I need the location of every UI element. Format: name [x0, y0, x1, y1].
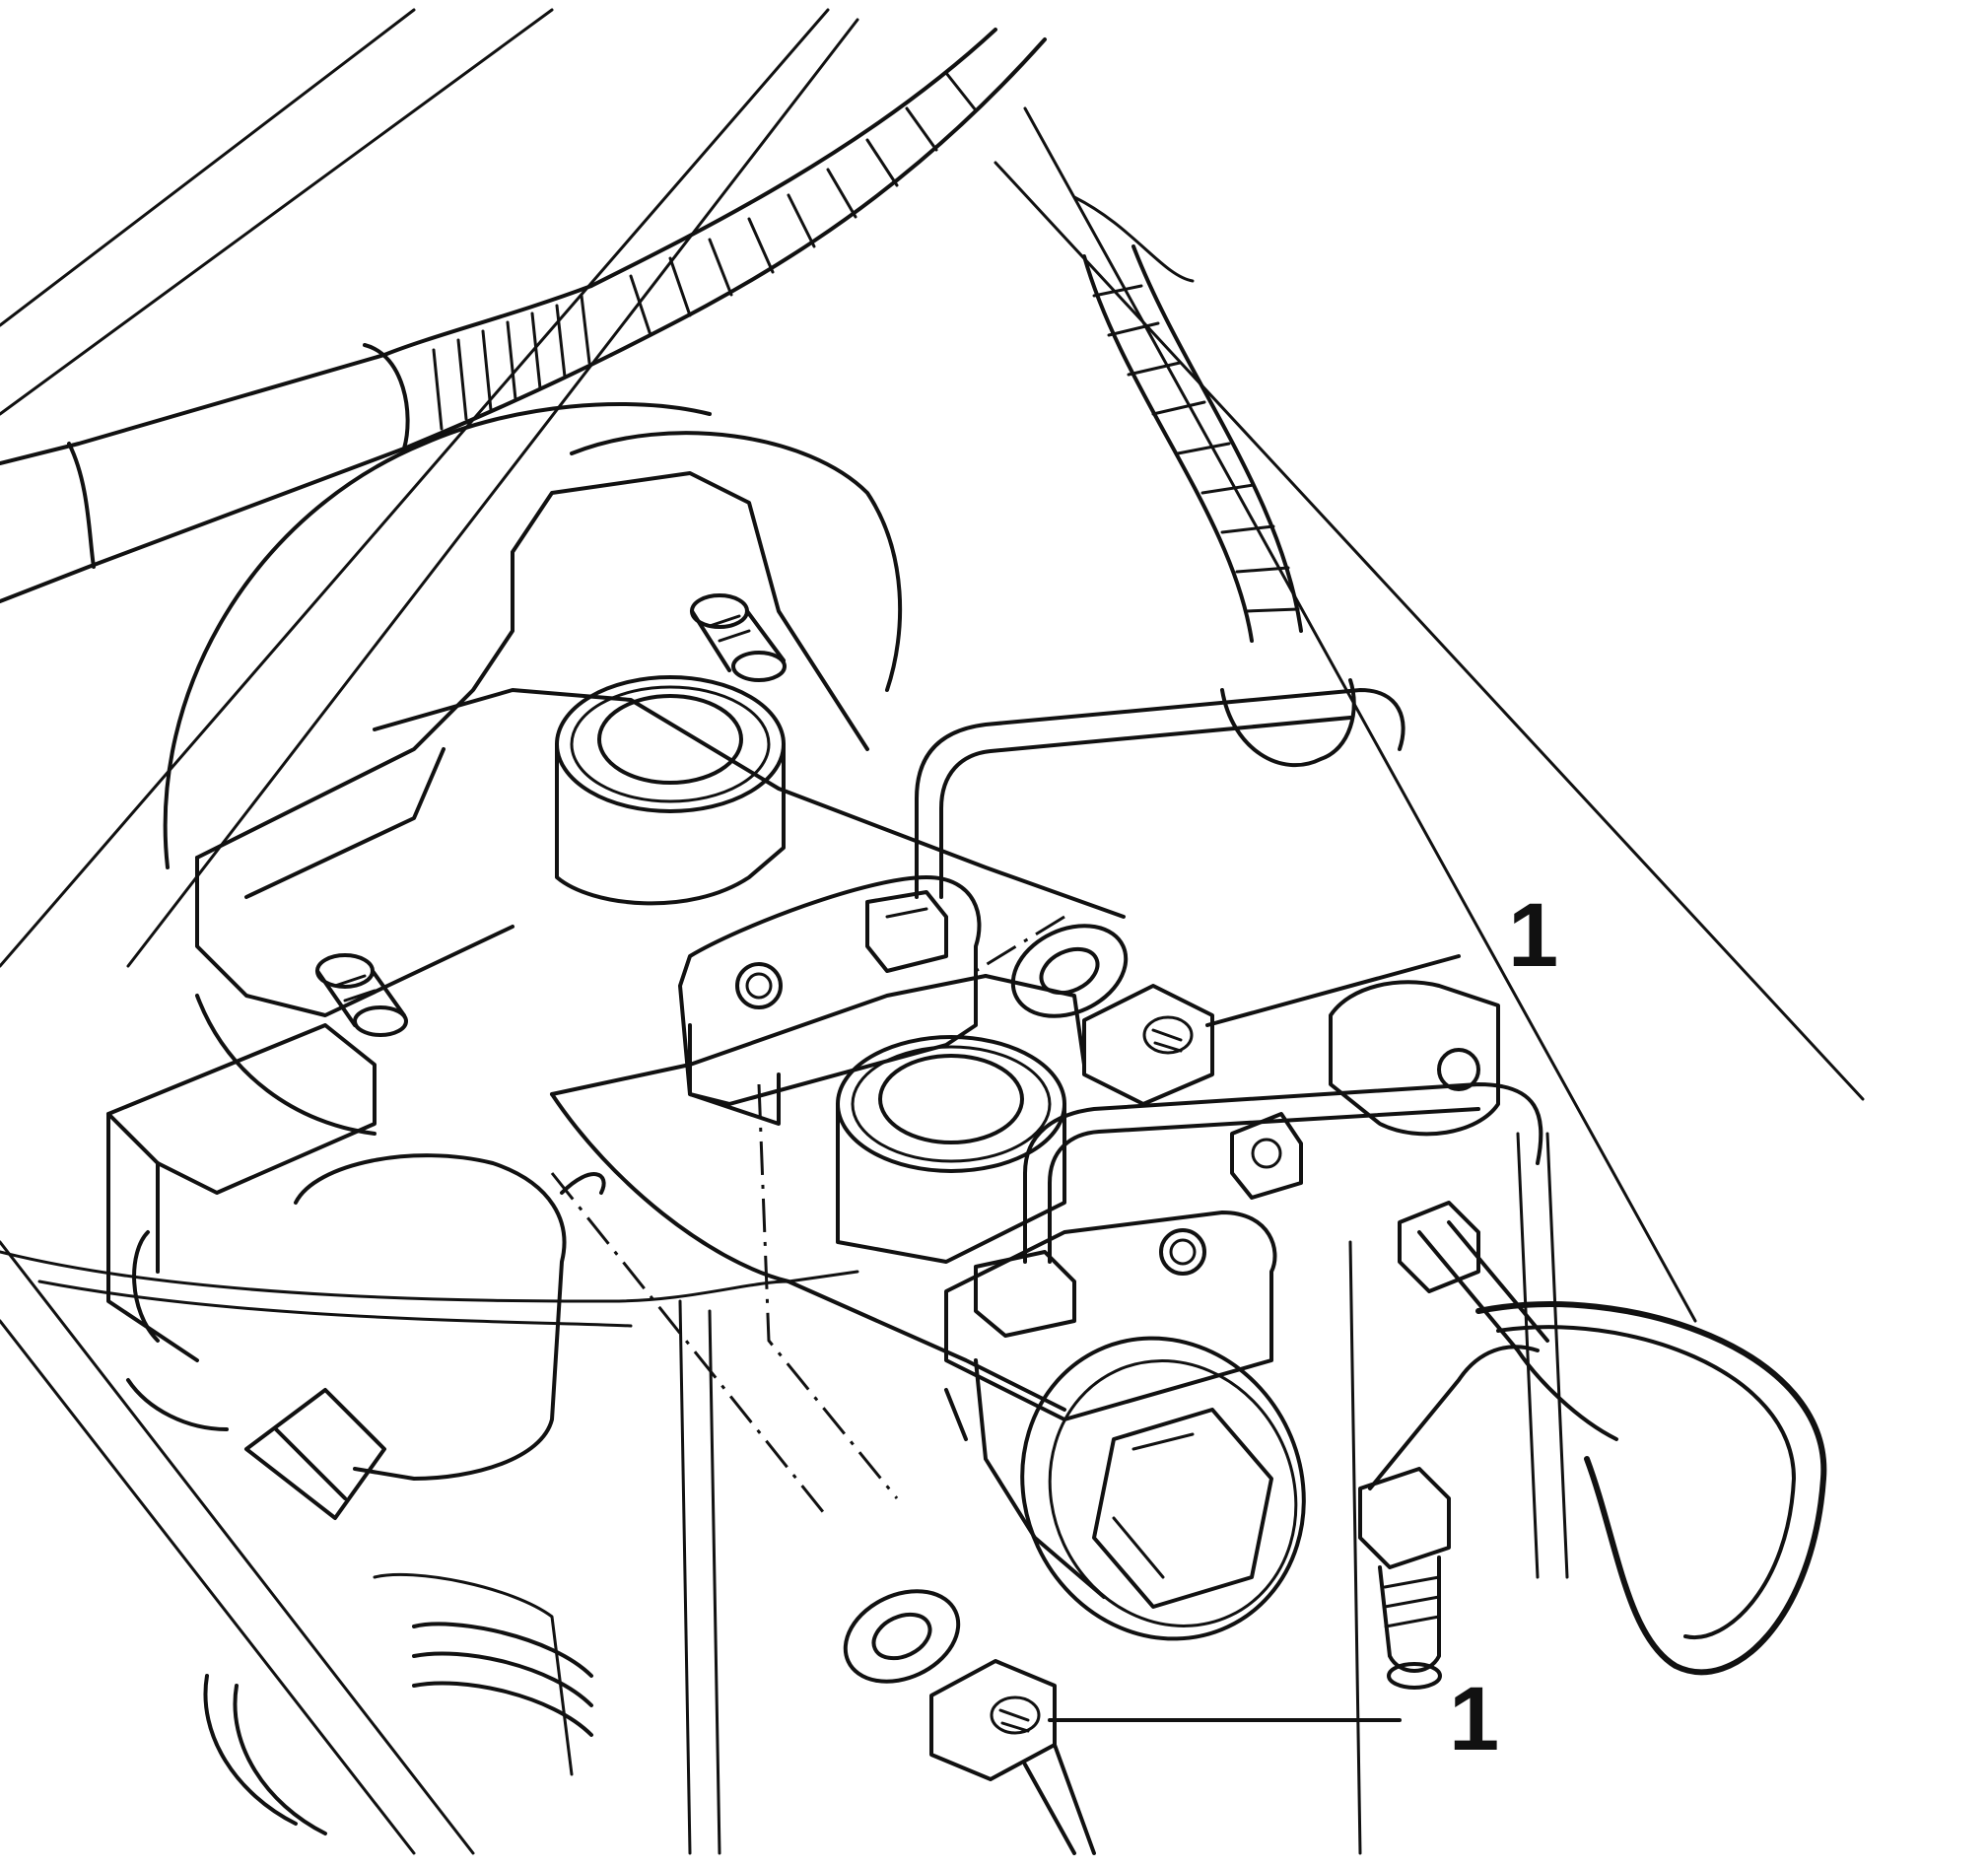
- callout-label-lower: 1: [1449, 1669, 1499, 1769]
- outlet-fitting: [1358, 1467, 1451, 1690]
- mounting-stud-left: [315, 953, 408, 1037]
- reservoir-port-rear: [555, 675, 786, 906]
- lower-left-fittings: [203, 1388, 593, 1835]
- washer-upper: [1010, 924, 1129, 1018]
- cylinder-front-cap: [1020, 1336, 1451, 1690]
- cylinder-lower-body: [944, 1358, 1106, 1599]
- brake-hose-top-left: [0, 28, 1047, 603]
- valve-bracket-front: [944, 1211, 1277, 1421]
- nut-upper: [1082, 984, 1214, 1106]
- nut-lower: [929, 1659, 1096, 1855]
- callout-label-upper: 1: [1508, 885, 1558, 986]
- brake-booster-housing: [163, 402, 903, 1136]
- side-mount-block: [1230, 980, 1500, 1200]
- washer-lower: [843, 1589, 961, 1684]
- reservoir-port-front: [836, 1035, 1066, 1264]
- master-cylinder-flange: [195, 471, 869, 1037]
- wire-loom-right: [1082, 244, 1356, 768]
- center-body-lines: [678, 1132, 1569, 1855]
- callout-leader-upper: [1205, 954, 1461, 1027]
- mounting-stud-top: [690, 593, 787, 682]
- valve-bracket-rear: [678, 875, 982, 1126]
- brake-lines: [915, 688, 1827, 1676]
- assembly-lines: [550, 915, 1065, 1519]
- fluid-level-connector: [106, 1023, 567, 1481]
- sensor-wire: [0, 1172, 859, 1328]
- master-cylinder-body: [373, 675, 1126, 1412]
- body-panel-lines: [0, 8, 1865, 1855]
